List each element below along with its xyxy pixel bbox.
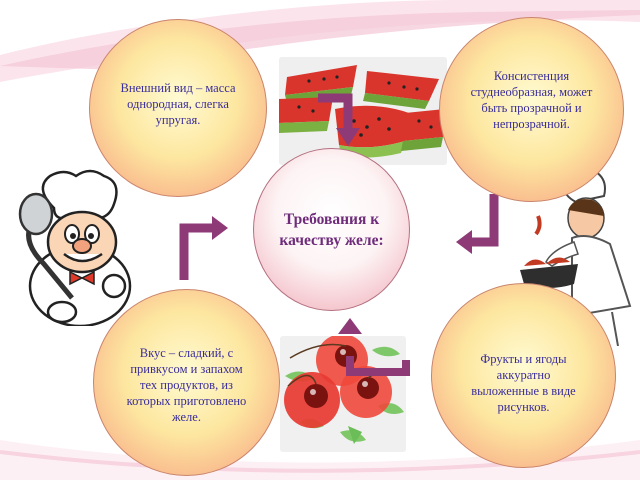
requirement-taste-bubble: Вкус – сладкий, с привкусом и запахом те…	[93, 289, 280, 476]
requirement-taste-text: Вкус – сладкий, с привкусом и запахом те…	[126, 346, 247, 424]
arrow-to-center-right	[456, 194, 499, 254]
requirement-fruits-bubble: Фрукты и ягоды аккуратно выложенные в ви…	[431, 283, 616, 468]
chef-with-ladle-icon	[18, 169, 132, 326]
center-title-bubble: Требования к качеству желе:	[253, 148, 410, 311]
arrow-to-center-bottom	[338, 318, 410, 376]
arrow-from-taste	[179, 216, 228, 280]
requirement-consistency-text: Консистенция студнеобразная, может быть …	[470, 68, 593, 131]
requirement-appearance-bubble: Внешний вид – масса однородная, слегка у…	[89, 19, 267, 197]
requirement-consistency-bubble: Консистенция студнеобразная, может быть …	[439, 17, 624, 202]
watermelon-jelly-photo	[279, 57, 447, 165]
center-title-text: Требования к качеству желе:	[279, 210, 384, 249]
requirement-fruits-text: Фрукты и ягоды аккуратно выложенные в ви…	[471, 352, 576, 414]
arrow-to-center-top	[318, 93, 360, 146]
requirement-appearance-text: Внешний вид – масса однородная, слегка у…	[120, 81, 236, 127]
